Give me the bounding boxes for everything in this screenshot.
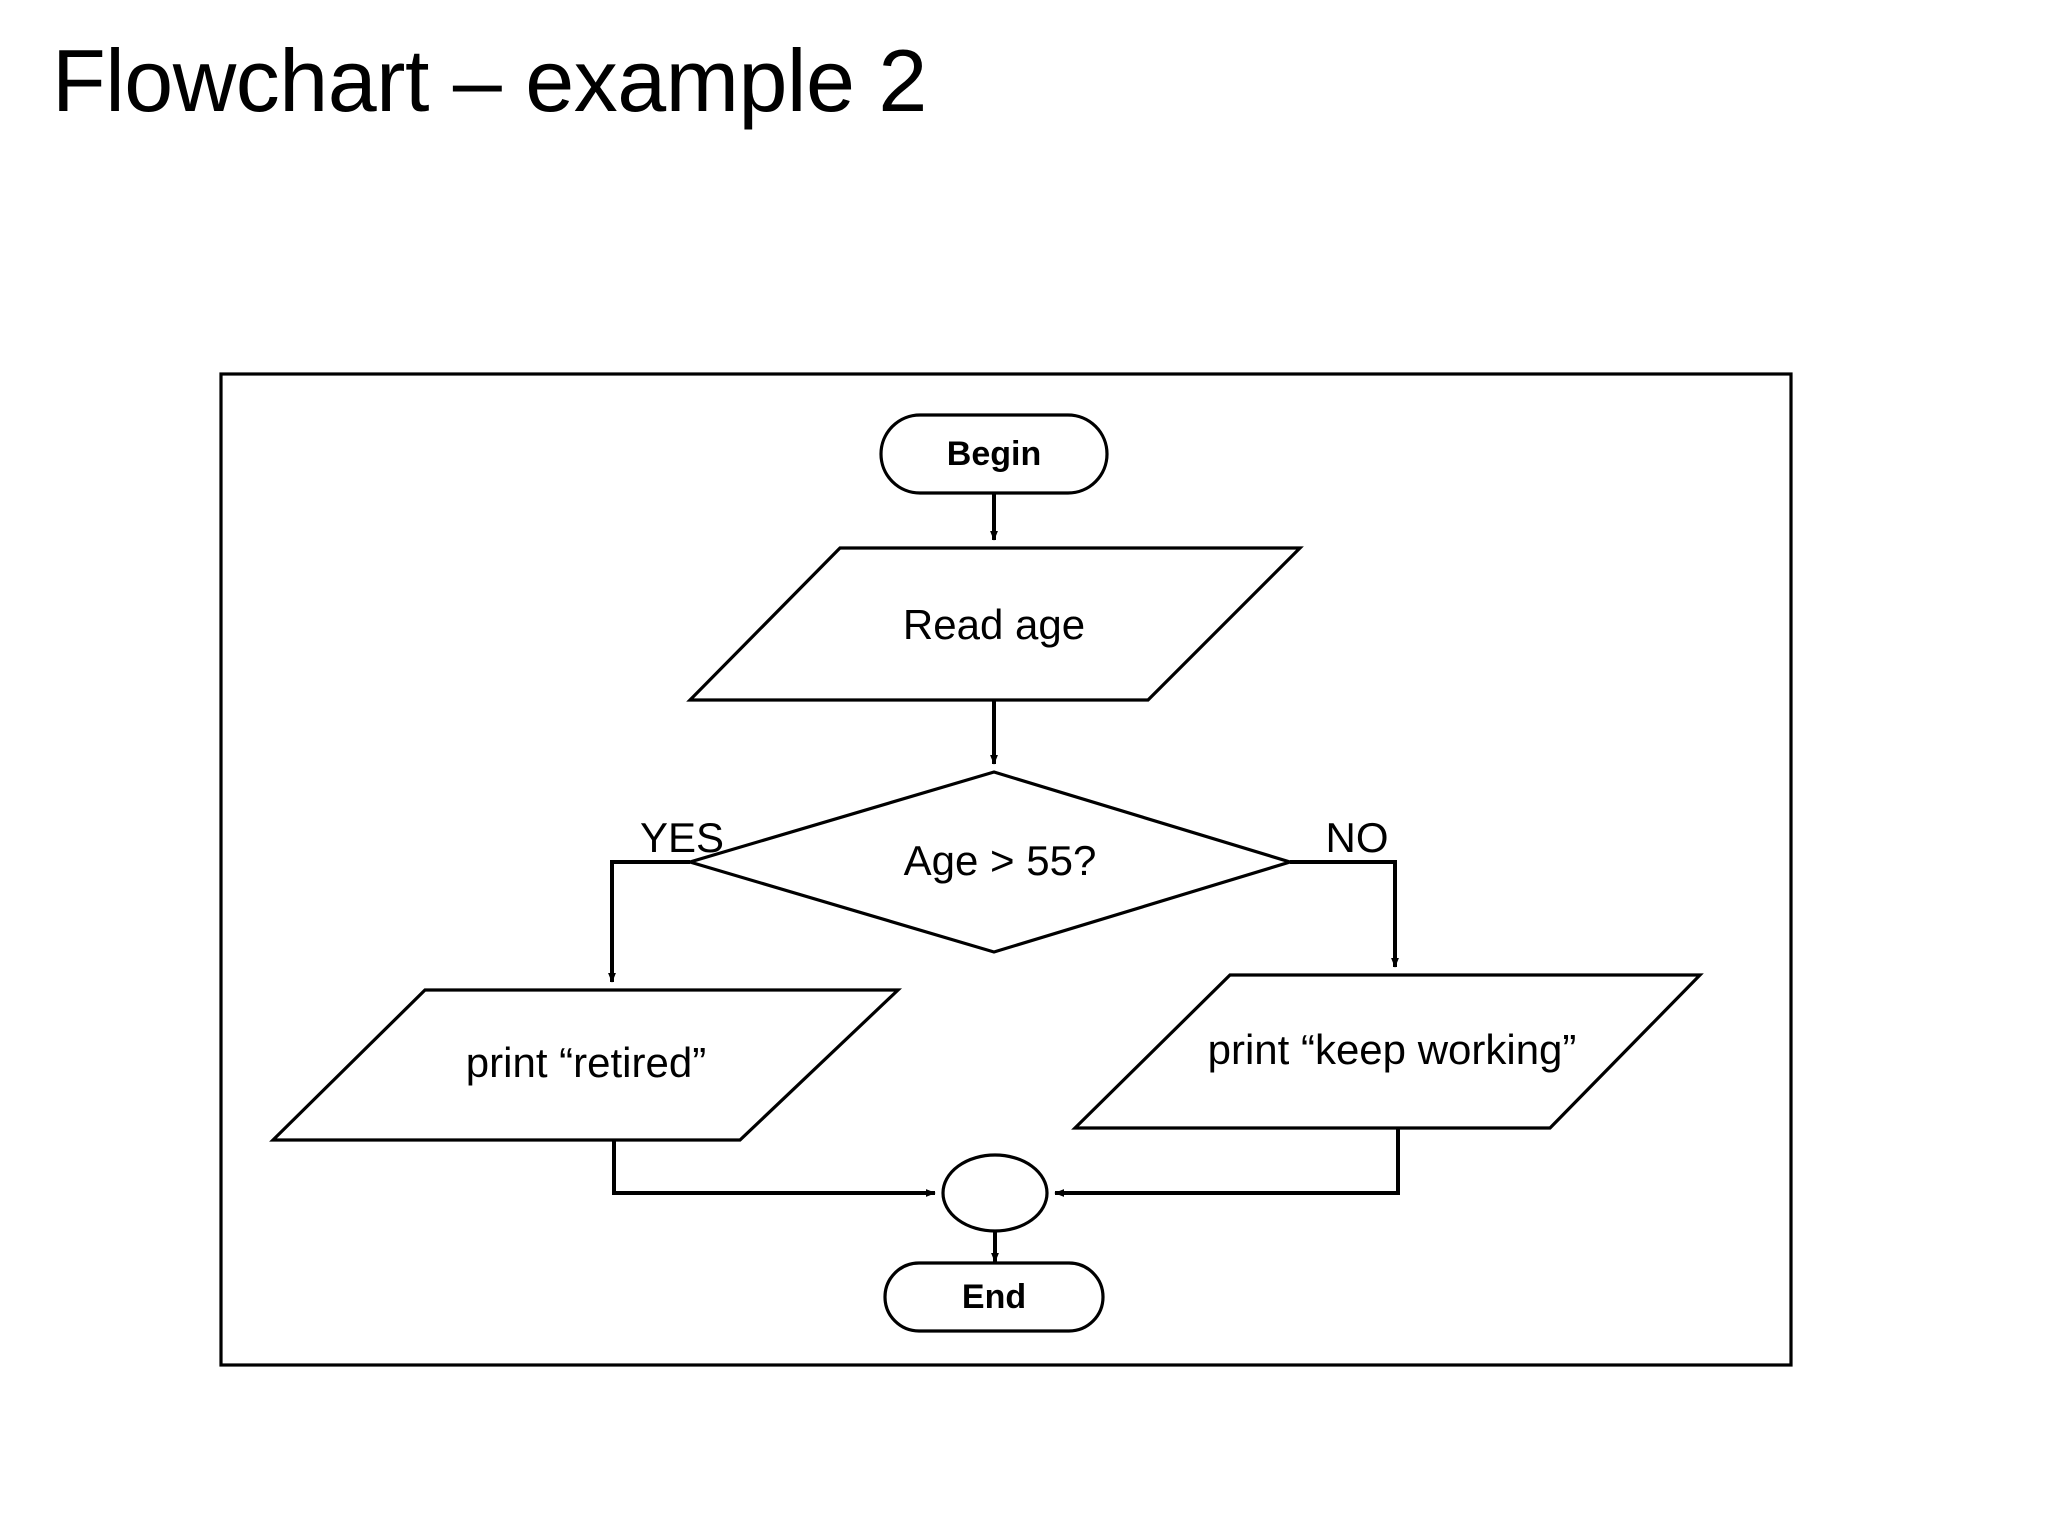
node-begin[interactable]: Begin <box>879 413 1109 495</box>
decision-label: Age > 55? <box>904 837 1097 884</box>
decision-diamond-shape <box>684 770 1296 954</box>
print-retired-parallelogram-shape <box>269 988 903 1142</box>
node-read-age[interactable]: Read age <box>686 546 1304 702</box>
merge-circle-shape <box>941 1153 1049 1233</box>
edge-decision-yes <box>608 860 690 983</box>
begin-label: Begin <box>947 435 1041 473</box>
branch-label-yes: YES <box>640 814 724 861</box>
print-keep-working-parallelogram-shape <box>1071 973 1704 1130</box>
print-retired-label: print “retired” <box>466 1039 706 1086</box>
page-title: Flowchart – example 2 <box>52 31 927 130</box>
node-print-keep-working[interactable]: print “keep working” <box>1071 973 1704 1130</box>
branch-label-no: NO <box>1326 814 1389 861</box>
node-merge-connector[interactable] <box>941 1153 1049 1233</box>
edge-decision-no <box>1290 860 1399 968</box>
node-decision[interactable]: Age > 55? <box>684 770 1296 954</box>
read-age-label: Read age <box>903 601 1085 648</box>
node-end[interactable]: End <box>883 1261 1105 1333</box>
end-terminator-shape <box>883 1261 1105 1333</box>
end-label: End <box>962 1278 1026 1316</box>
read-age-parallelogram-shape <box>686 546 1304 702</box>
node-print-retired[interactable]: print “retired” <box>269 988 903 1142</box>
edge-print-keep-working-to-merge <box>1054 1128 1400 1197</box>
flowchart-frame <box>219 372 1793 1367</box>
print-keep-working-label: print “keep working” <box>1208 1026 1577 1073</box>
edge-print-retired-to-merge <box>612 1140 936 1197</box>
